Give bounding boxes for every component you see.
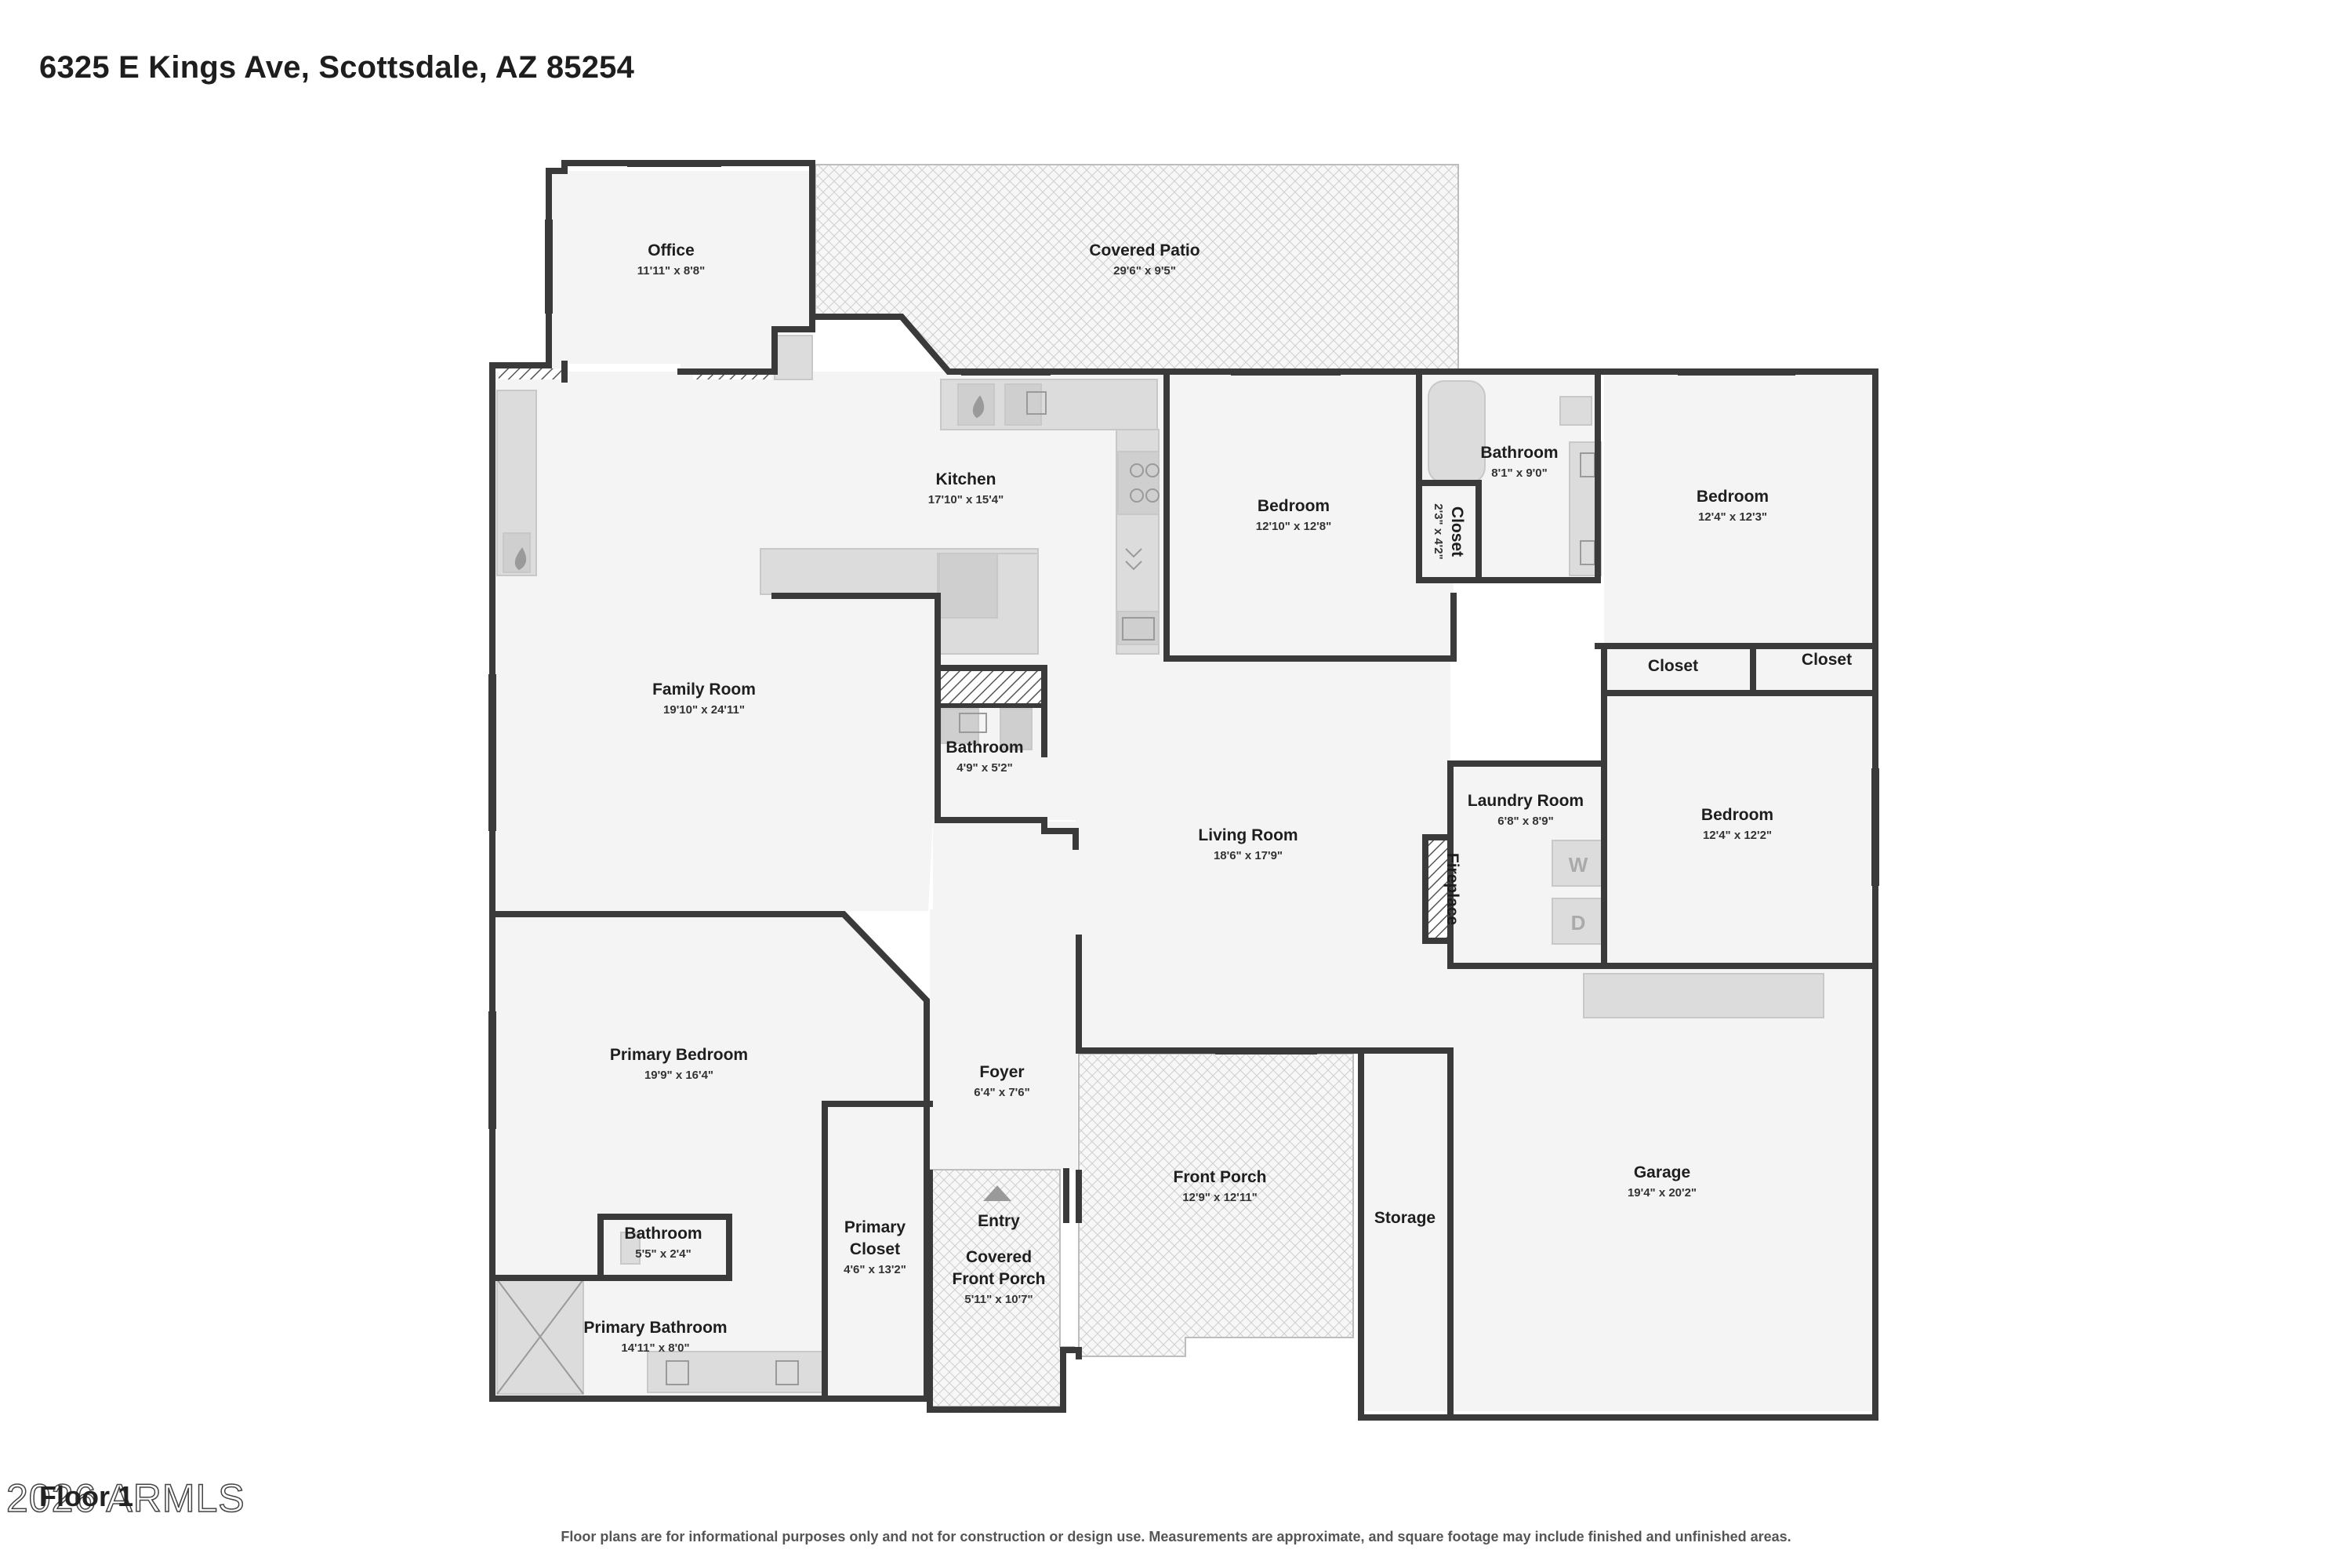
front-porch-dim: 12'9" x 12'11" xyxy=(1182,1191,1258,1204)
primary-closet-name-1: Primary xyxy=(844,1218,906,1236)
property-address: 6325 E Kings Ave, Scottsdale, AZ 85254 xyxy=(39,50,635,85)
patio-landing xyxy=(774,335,813,380)
kitchen-dim: 17'10" x 15'4" xyxy=(928,493,1004,506)
family-room-dim: 19'10" x 24'11" xyxy=(663,703,745,717)
storage-floor xyxy=(1361,1052,1450,1411)
dryer xyxy=(1552,898,1605,945)
half-bath-name: Bathroom xyxy=(946,739,1023,757)
covered-patio-name: Covered Patio xyxy=(1089,241,1200,260)
closet-hall-name: Closet xyxy=(1448,506,1466,557)
storage-name: Storage xyxy=(1374,1209,1436,1227)
primary-closet-dim: 4'6" x 13'2" xyxy=(844,1263,906,1276)
covered-front-porch-dim: 5'11" x 10'7" xyxy=(964,1293,1033,1306)
copyright-watermark: 2026 ARMLS xyxy=(5,1475,245,1521)
living-room-name: Living Room xyxy=(1198,826,1298,844)
laundry-name: Laundry Room xyxy=(1468,792,1584,810)
front-porch-name: Front Porch xyxy=(1174,1168,1267,1186)
fixture-details xyxy=(496,391,1595,1395)
bedroom-4-name: Bedroom xyxy=(1701,806,1773,824)
covered-front-porch-name-2: Front Porch xyxy=(953,1270,1046,1288)
primary-closet-name-2: Closet xyxy=(850,1240,900,1258)
bath-2-toilet xyxy=(1559,396,1592,426)
closet-hall-dim: 2'3" x 4'2" xyxy=(1432,503,1445,559)
laundry-dim: 6'8" x 8'9" xyxy=(1497,815,1553,828)
bedroom-4-floor xyxy=(1604,696,1875,966)
fireplace-hearth xyxy=(1422,834,1454,944)
entry-name: Entry xyxy=(978,1212,1020,1230)
bathroom-2-name: Bathroom xyxy=(1480,444,1558,462)
dishwasher xyxy=(1004,383,1042,426)
entry-arrow-icon xyxy=(983,1185,1011,1201)
fireplace-name: Fireplace xyxy=(1443,853,1461,925)
primary-bedroom-name: Primary Bedroom xyxy=(610,1046,748,1064)
range xyxy=(1117,451,1160,515)
bedroom-2-dim: 12'10" x 12'8" xyxy=(1256,520,1331,533)
front-porch-floor xyxy=(1078,1053,1354,1357)
living-floor xyxy=(1076,651,1450,1051)
floorplan-disclaimer: Floor plans are for informational purpos… xyxy=(561,1529,1791,1544)
bedroom-3-name: Bedroom xyxy=(1697,488,1769,506)
windows xyxy=(488,161,1879,1420)
primary-bedroom-dim: 19'9" x 16'4" xyxy=(644,1069,713,1082)
bedroom-2-name: Bedroom xyxy=(1258,497,1330,515)
closet-b3-name: Closet xyxy=(1648,657,1698,675)
primary-wc-dim: 5'5" x 2'4" xyxy=(635,1247,691,1261)
half-bath-toilet xyxy=(1000,708,1033,750)
family-room-name: Family Room xyxy=(652,681,756,699)
bedroom-4-dim: 12'4" x 12'2" xyxy=(1703,829,1772,842)
office-floor xyxy=(549,171,811,372)
bedroom-2-floor xyxy=(1167,375,1454,659)
left-wall-hatch xyxy=(499,368,566,379)
covered-front-porch-name-1: Covered xyxy=(966,1248,1032,1266)
primary-wc-name: Bathroom xyxy=(624,1225,702,1243)
garage-floor xyxy=(1450,966,1875,1411)
living-room-dim: 18'6" x 17'9" xyxy=(1214,849,1283,862)
half-bath-dim: 4'9" x 5'2" xyxy=(956,761,1012,775)
closet-b4-name: Closet xyxy=(1802,651,1852,669)
office-dim: 11'11" x 8'8" xyxy=(637,264,705,278)
bathtub xyxy=(1428,380,1486,484)
dryer-label: D xyxy=(1571,911,1586,935)
foyer-floor xyxy=(930,909,1077,1170)
foyer-name: Foyer xyxy=(979,1063,1024,1081)
half-bath-hatch xyxy=(935,666,1047,708)
washer-label: W xyxy=(1569,853,1588,877)
bathroom-2-dim: 8'1" x 9'0" xyxy=(1491,466,1547,480)
bedroom-3-floor xyxy=(1604,375,1875,646)
fridge xyxy=(938,553,998,619)
primary-bathroom-dim: 14'11" x 8'0" xyxy=(621,1341,689,1355)
room-labels: Office 11'11" x 8'8" Covered Patio 29'6"… xyxy=(583,241,1852,1355)
kitchen-name: Kitchen xyxy=(935,470,996,488)
primary-wc-toilet xyxy=(620,1232,641,1265)
bedroom-3-dim: 12'4" x 12'3" xyxy=(1698,510,1767,524)
primary-bathroom-name: Primary Bathroom xyxy=(583,1319,727,1337)
garage-dim: 19'4" x 20'2" xyxy=(1628,1186,1697,1200)
garage-shelf xyxy=(1583,973,1824,1018)
walls xyxy=(489,160,1878,1421)
foyer-dim: 6'4" x 7'6" xyxy=(974,1086,1029,1099)
office-name: Office xyxy=(648,241,695,260)
closets-floor xyxy=(1604,648,1875,693)
covered-patio-dim: 29'6" x 9'5" xyxy=(1113,264,1176,278)
covered-front-porch-floor xyxy=(929,1169,1075,1407)
garage-name: Garage xyxy=(1634,1163,1690,1181)
floor-label: Floor 1 xyxy=(39,1480,134,1512)
